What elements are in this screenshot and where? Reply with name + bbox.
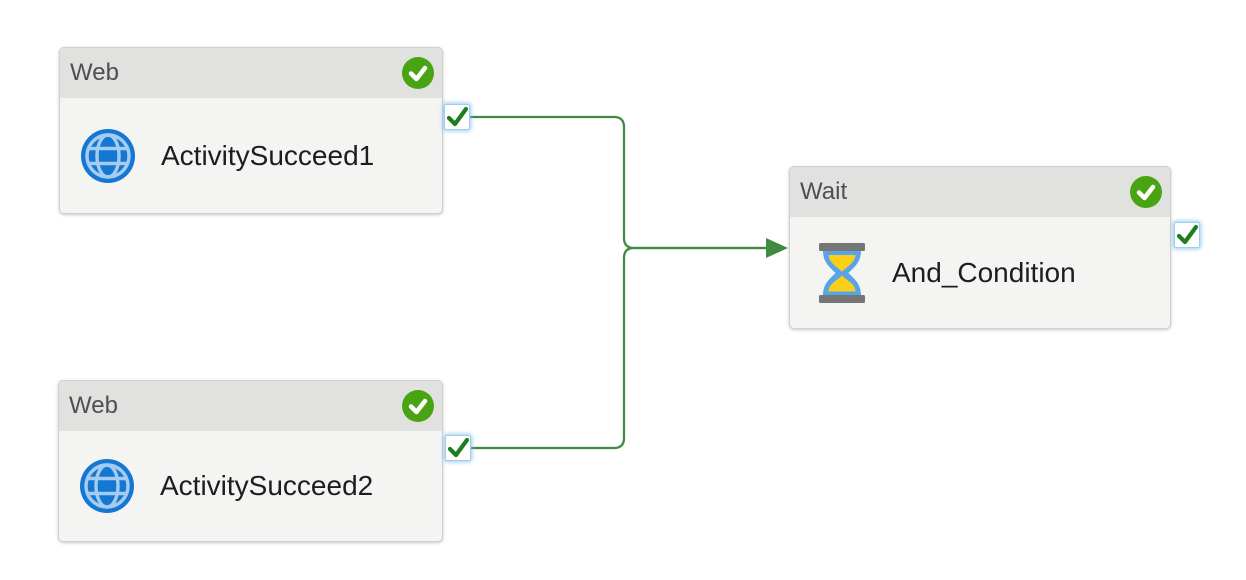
success-output-port-and-condition[interactable] (1174, 222, 1200, 248)
port-check-icon (1176, 224, 1199, 245)
activity-node-activitysucceed1[interactable]: Web ActivitySucceed1 (59, 47, 443, 214)
port-check-icon (447, 437, 470, 458)
success-output-port-activitysucceed2[interactable] (445, 435, 471, 461)
activity-name: ActivitySucceed1 (161, 139, 375, 171)
activity-body: ActivitySucceed1 (60, 98, 442, 213)
success-output-port-activitysucceed1[interactable] (444, 104, 470, 130)
status-succeeded-icon (402, 390, 434, 422)
activity-header: Web (60, 48, 442, 98)
globe-icon (81, 128, 135, 183)
status-succeeded-icon (402, 57, 434, 89)
activity-header: Web (59, 381, 442, 431)
activity-header: Wait (790, 167, 1170, 217)
activity-node-and-condition[interactable]: Wait And_Condition (789, 166, 1171, 329)
activity-node-activitysucceed2[interactable]: Web ActivitySucceed2 (58, 380, 443, 542)
activity-name: ActivitySucceed2 (160, 470, 374, 501)
status-succeeded-icon (1130, 176, 1162, 208)
activity-type-label: Web (69, 392, 118, 419)
activity-type-label: Wait (800, 178, 848, 205)
globe-icon (80, 459, 134, 513)
port-check-icon (446, 106, 469, 127)
hourglass-icon (819, 242, 865, 303)
success-connector-1[interactable] (470, 115, 767, 250)
arrowhead-icon (766, 238, 788, 258)
activity-body: ActivitySucceed2 (59, 431, 442, 541)
activity-body: And_Condition (790, 217, 1170, 328)
activity-type-label: Web (70, 59, 119, 86)
activity-name: And_Condition (892, 256, 1076, 288)
success-connector-2[interactable] (471, 246, 767, 450)
